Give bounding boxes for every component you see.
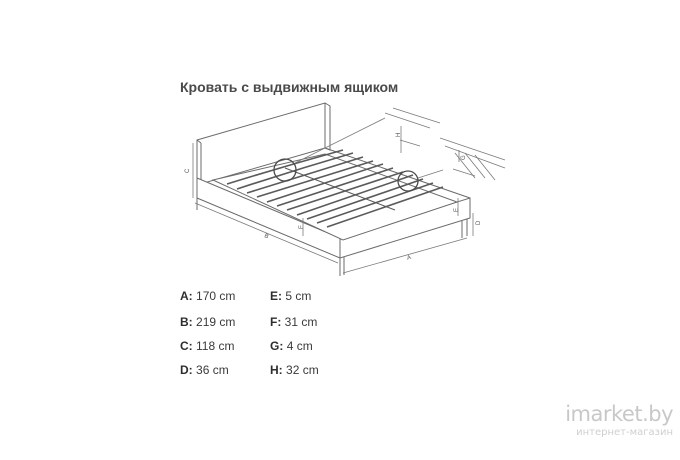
dimension-item: F: 31 cm: [270, 315, 318, 329]
label-c: C: [185, 168, 191, 173]
dimension-item: B: 219 cm: [180, 315, 236, 329]
label-b: B: [263, 233, 269, 240]
label-h: H: [396, 133, 402, 137]
dimension-item: H: 32 cm: [270, 363, 319, 377]
dimension-item: E: 5 cm: [270, 289, 312, 303]
watermark-main: imarket.by: [565, 402, 673, 426]
detail-circle-left: [273, 158, 297, 182]
label-a: A: [406, 255, 412, 262]
watermark-logo: imarket.by интернет-магазин: [549, 403, 673, 439]
page-title: Кровать с выдвижным ящиком: [180, 79, 399, 95]
dimension-item: C: 118 cm: [180, 339, 235, 353]
label-f: F: [299, 225, 305, 229]
label-d: D: [476, 220, 482, 225]
label-g: G: [461, 155, 467, 160]
bed-drawing: C B A F D E H G: [185, 102, 506, 276]
detail-circle-right: [397, 170, 419, 192]
dimension-item: D: 36 cm: [180, 363, 229, 377]
bed-slats: [226, 149, 444, 228]
dimension-item: G: 4 cm: [270, 339, 313, 353]
label-e: E: [454, 208, 460, 212]
dimension-item: A: 170 cm: [180, 289, 236, 303]
watermark-sub: интернет-магазин: [576, 427, 673, 438]
